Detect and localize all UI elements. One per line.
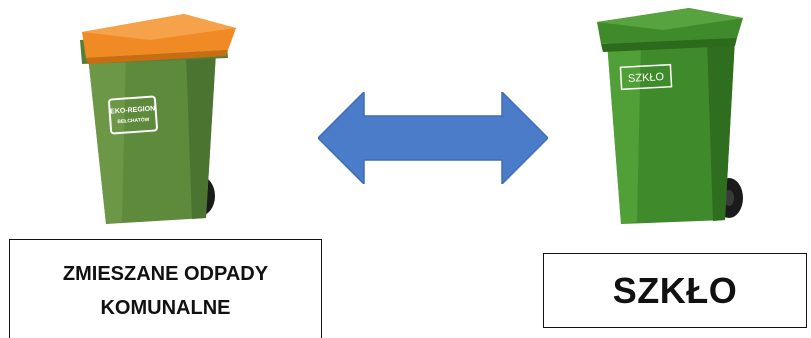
double-arrow-icon (316, 90, 550, 186)
svg-text:SZKŁO: SZKŁO (628, 71, 665, 85)
glass-label: SZKŁO (543, 253, 807, 328)
svg-text:EKO-REGION: EKO-REGION (110, 105, 156, 115)
mixed-waste-label-line2: KOMUNALNE (100, 297, 231, 319)
mixed-waste-label: ZMIESZANE ODPADY KOMUNALNE (9, 239, 322, 338)
svg-text:BEŁCHATÓW: BEŁCHATÓW (117, 115, 150, 125)
mixed-waste-bin-image: EKO-REGION BEŁCHATÓW (66, 6, 246, 232)
mixed-waste-label-line1: ZMIESZANE ODPADY (62, 263, 269, 285)
glass-label-text: SZKŁO (612, 269, 738, 311)
glass-bin-image: SZKŁO (585, 2, 753, 228)
